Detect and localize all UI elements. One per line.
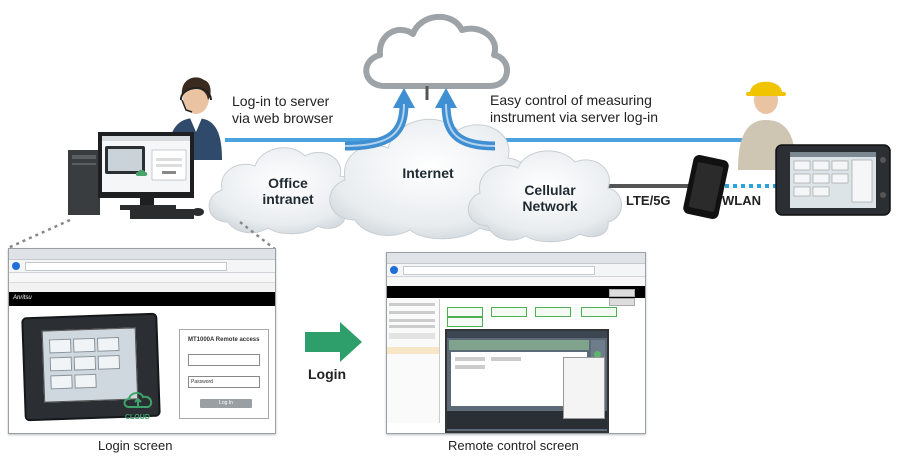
browser-titlebar [9,249,275,260]
login-button[interactable]: Log In [200,399,252,408]
brand-logo: Anritsu [13,295,32,301]
remote-access-panel: MT1000A Remote access Password Log In [179,329,269,419]
browser-address-bar [9,260,275,273]
smartphone-icon [683,155,729,219]
login-arrow-label: Login [308,366,347,382]
remote-control-screen-caption: Remote control screen [448,438,579,453]
cloud-badge-icon [123,392,153,408]
remote-action-button-1[interactable] [609,289,635,297]
url-field [25,262,227,271]
brand-header: Anritsu [9,292,275,306]
password-field[interactable]: Password [188,376,260,388]
username-field[interactable] [188,354,260,366]
login-to-server-label: Log-in to server via web browser [232,93,334,126]
panel-title: MT1000A Remote access [188,337,260,343]
remote-browser-titlebar [387,253,645,264]
upload-arrow-left-icon [344,88,415,151]
remote-context-menu [563,357,605,419]
remote-tab-button-2[interactable] [491,307,527,317]
zoom-line-left [7,218,71,250]
remote-control-window [386,252,646,434]
remote-url-field [403,266,595,275]
remote-address-bar [387,264,645,277]
remote-tab-button-4[interactable] [581,307,617,317]
cellular-network-cloud-icon [467,150,622,243]
remote-back-icon [390,266,398,274]
easy-control-label: Easy control of measuring instrument via… [490,92,659,125]
remote-tab-button-3[interactable] [535,307,571,317]
device-info-sidebar [387,299,440,423]
login-screen-caption: Login screen [98,438,173,453]
login-screen-window: Anritsu CLOUD MT1000A Remote access Pass… [8,248,276,434]
back-icon [12,262,20,270]
zoom-line-right [239,221,277,251]
wlan-label: WLAN [722,193,761,208]
browser-menu-bar [9,273,275,283]
remote-tab-button-1[interactable] [447,307,483,317]
office-intranet-cloud-icon [208,147,357,235]
internet-cloud-outline-icon [363,13,510,100]
login-arrow-icon [305,322,362,362]
internet-label: Internet [402,165,454,181]
remote-brand-header [387,286,645,298]
lte-5g-label: LTE/5G [626,193,671,208]
cloud-badge-label: CLOUD [125,414,150,421]
desktop-pc-icon [68,132,204,219]
mt1000a-instrument-icon [775,144,891,216]
office-intranet-label: Office intranet [262,175,314,208]
remote-tab-button-5[interactable] [447,317,483,327]
remote-action-button-2[interactable] [609,298,635,306]
upload-arrow-right-icon [435,88,496,151]
cellular-network-label: Cellular Network [522,182,578,215]
